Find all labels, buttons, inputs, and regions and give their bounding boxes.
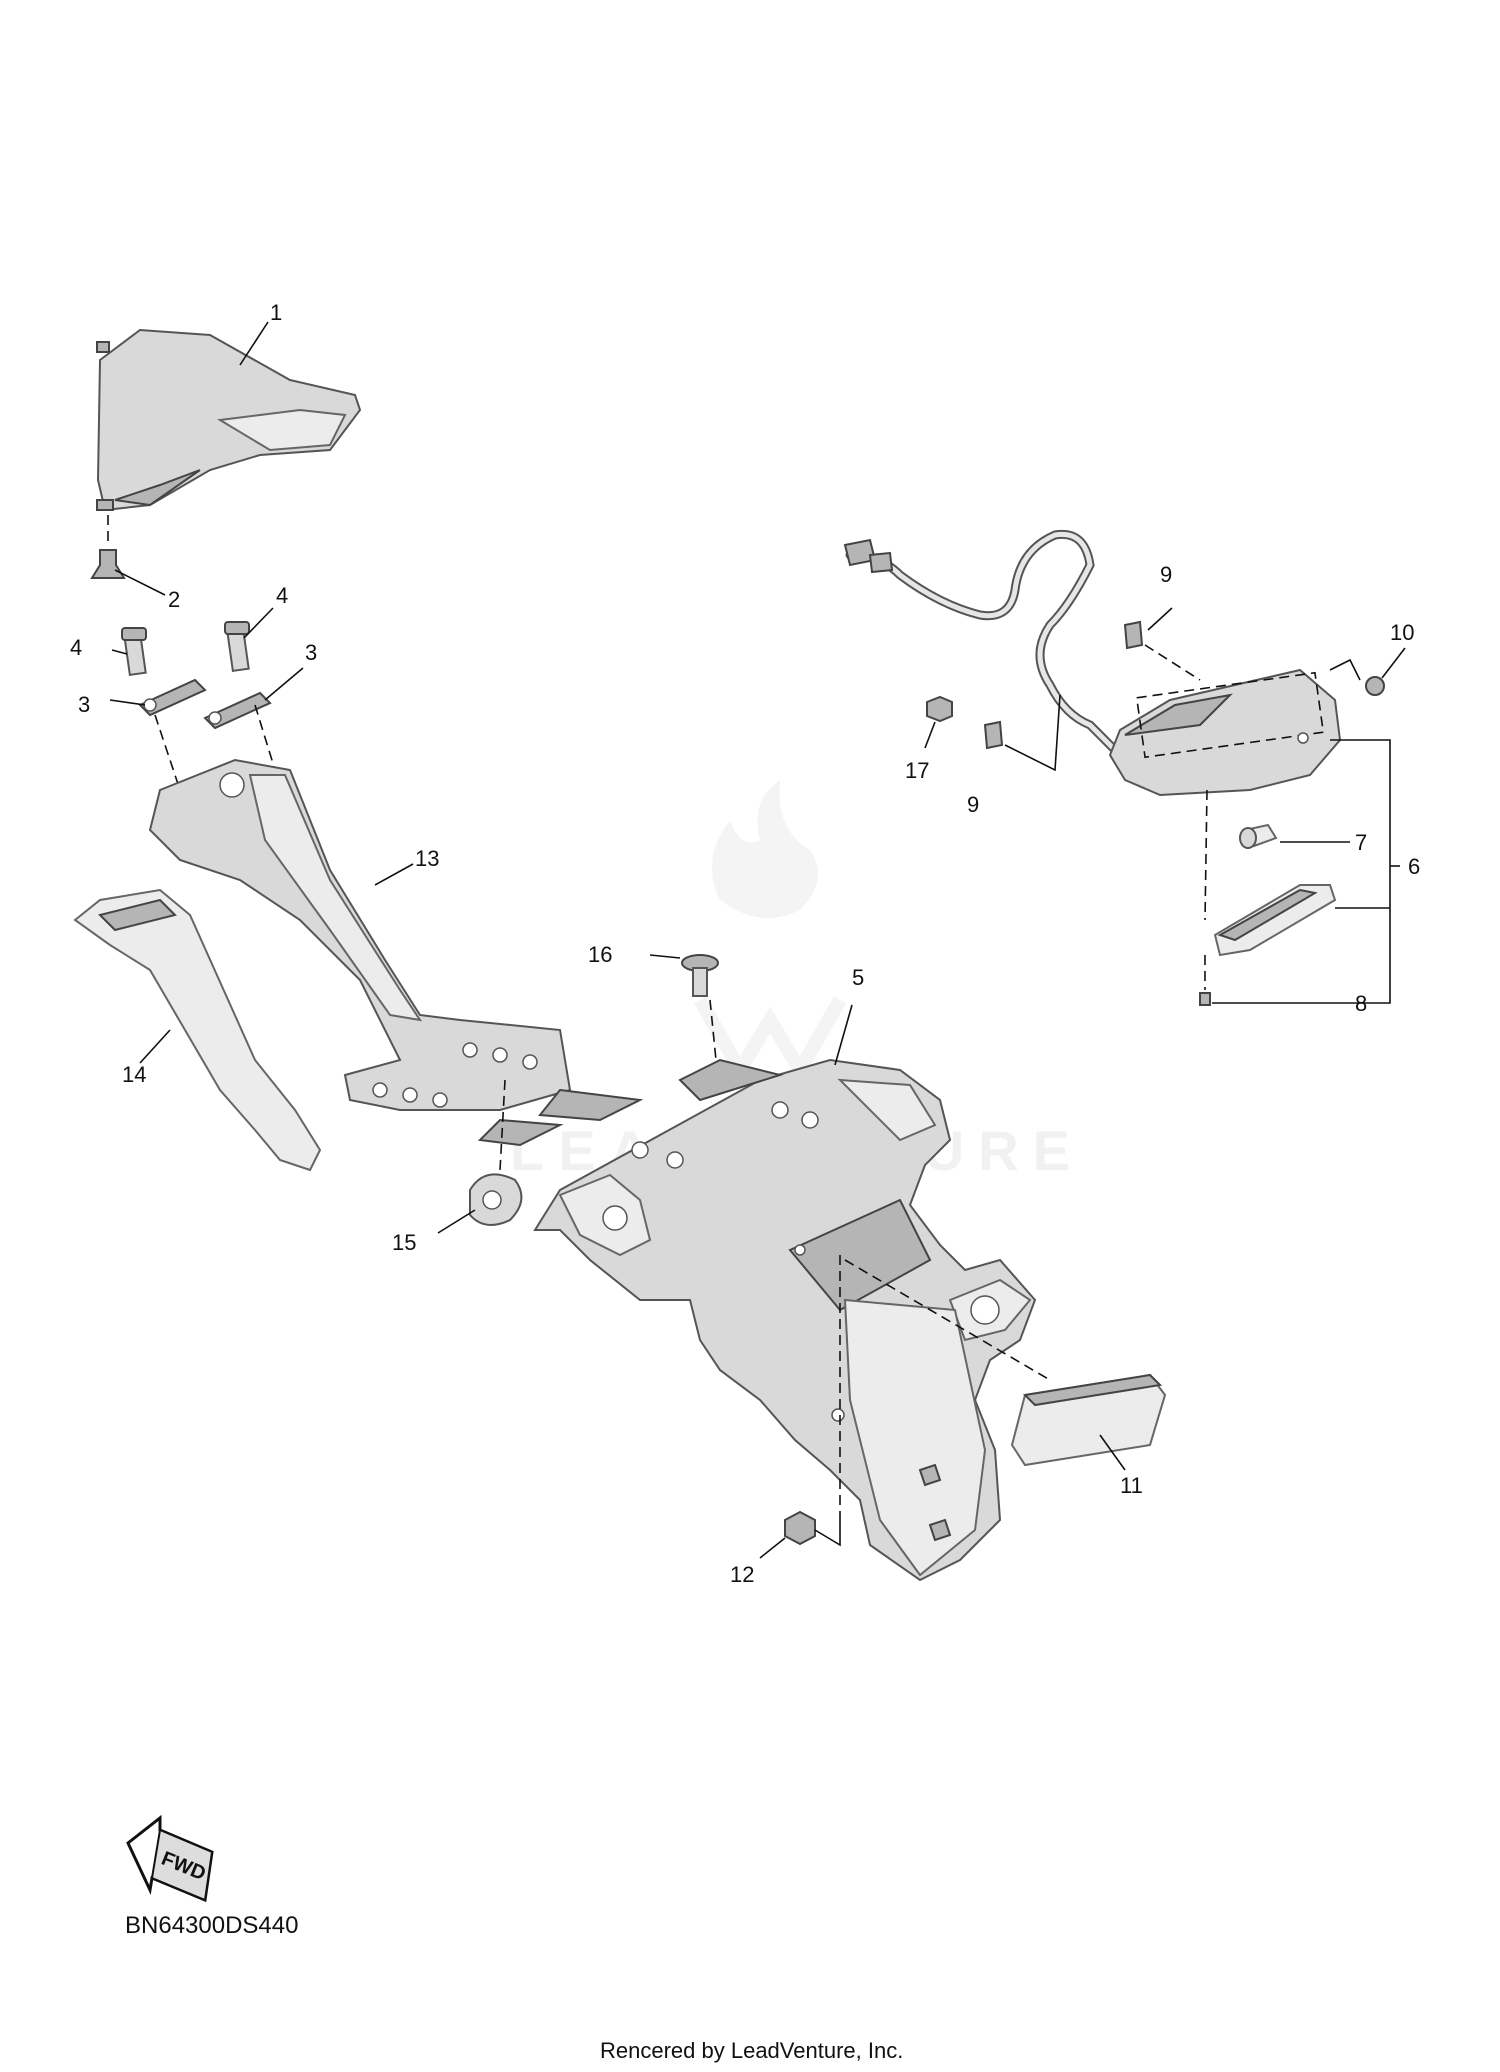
callout-12: 12 — [730, 1562, 754, 1587]
callout-2: 2 — [168, 587, 180, 612]
callout-3-left: 3 — [78, 692, 90, 717]
callout-10: 10 — [1390, 620, 1414, 645]
callout-4-left: 4 — [70, 635, 82, 660]
part-1-upper-cover[interactable] — [96, 328, 362, 512]
callout-9-upper: 9 — [1160, 562, 1172, 587]
part-14-side-cover[interactable] — [73, 888, 322, 1172]
callout-15: 15 — [392, 1230, 416, 1255]
callout-9-lower: 9 — [967, 792, 979, 817]
wire-harness[interactable] — [843, 529, 1135, 770]
part-17-nut[interactable] — [926, 695, 953, 723]
part-11-reflector[interactable] — [1010, 1373, 1167, 1467]
part-6-license-lamp[interactable] — [1108, 668, 1342, 797]
callout-1: 1 — [270, 300, 282, 325]
callout-11: 11 — [1120, 1473, 1143, 1498]
callout-5: 5 — [852, 965, 864, 990]
callout-17: 17 — [905, 758, 929, 783]
part-12-nut[interactable] — [784, 1510, 816, 1546]
callout-6: 6 — [1408, 854, 1420, 879]
part-13-stay[interactable] — [148, 758, 644, 1147]
callout-13: 13 — [415, 846, 439, 871]
callout-7: 7 — [1355, 830, 1367, 855]
part-2-clip[interactable] — [90, 515, 126, 579]
callout-14: 14 — [122, 1062, 146, 1087]
part-15-grommet[interactable] — [469, 1079, 523, 1226]
part-9-clip-upper[interactable] — [1123, 620, 1201, 681]
part-9-clip-lower[interactable] — [983, 694, 1061, 772]
part-7-bulb[interactable] — [1204, 789, 1278, 921]
fwd-arrow-icon: FWD — [126, 1814, 214, 1903]
part-3-bracket-right[interactable] — [203, 691, 272, 730]
part-4-bolt-left[interactable] — [121, 627, 147, 677]
diagram-code: BN64300DS440 — [125, 1912, 298, 1939]
callout-8: 8 — [1355, 991, 1367, 1016]
part-8-lens-cover[interactable] — [1199, 884, 1337, 1006]
part-3-bracket-left[interactable] — [138, 678, 207, 717]
part-10-screw[interactable] — [1329, 658, 1385, 696]
part-4-bolt-right[interactable] — [224, 621, 250, 673]
callout-3-right: 3 — [305, 640, 317, 665]
part-5-rear-fender[interactable] — [533, 1058, 1037, 1582]
callout-4-right: 4 — [276, 583, 288, 608]
callout-16: 16 — [588, 942, 612, 967]
footer-credit: Rencered by LeadVenture, Inc. — [600, 2038, 903, 2063]
